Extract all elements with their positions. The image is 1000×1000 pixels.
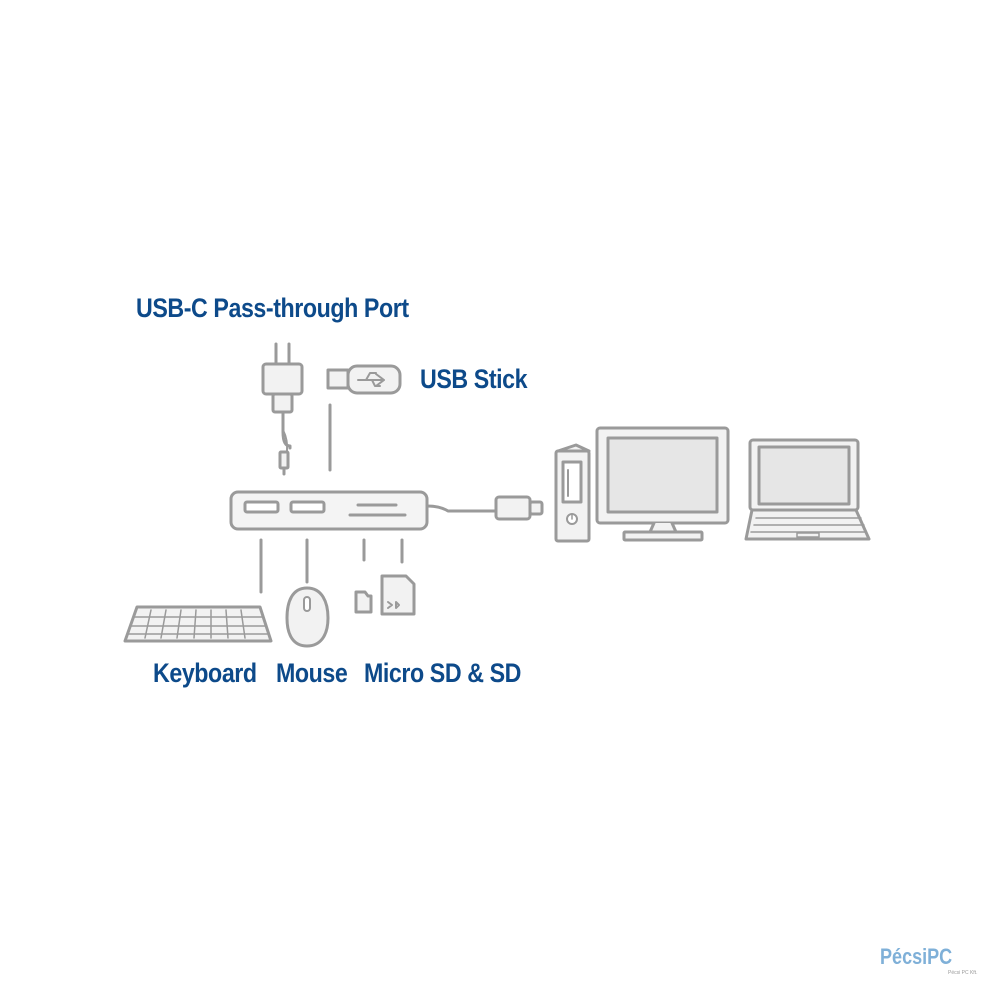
mouse-label: Mouse — [276, 658, 348, 688]
desktop-tower-icon — [554, 443, 591, 543]
usb-stick-icon — [326, 364, 402, 395]
microsd-card-icon — [354, 590, 373, 614]
sd-card-icon — [380, 574, 416, 616]
laptop-icon — [744, 438, 871, 541]
usb-stick-label: USB Stick — [420, 364, 528, 394]
micro-sd-sd-label: Micro SD & SD — [364, 658, 521, 688]
usb-c-pass-through-port-label: USB-C Pass-through Port — [136, 293, 409, 323]
logo-wordmark: PécsiPC — [880, 944, 953, 969]
usb-c-plug-icon — [494, 495, 544, 521]
power-adapter-icon — [261, 342, 304, 476]
keyboard-label: Keyboard — [153, 658, 257, 688]
mouse-icon — [285, 586, 330, 648]
monitor-icon — [595, 426, 730, 542]
usb-c-hub-icon — [229, 490, 498, 531]
pecsipc-logo: PécsiPC Pécsi PC Kft. — [880, 944, 977, 976]
keyboard-icon — [123, 605, 273, 643]
logo-tagline: Pécsi PC Kft. — [948, 970, 978, 976]
